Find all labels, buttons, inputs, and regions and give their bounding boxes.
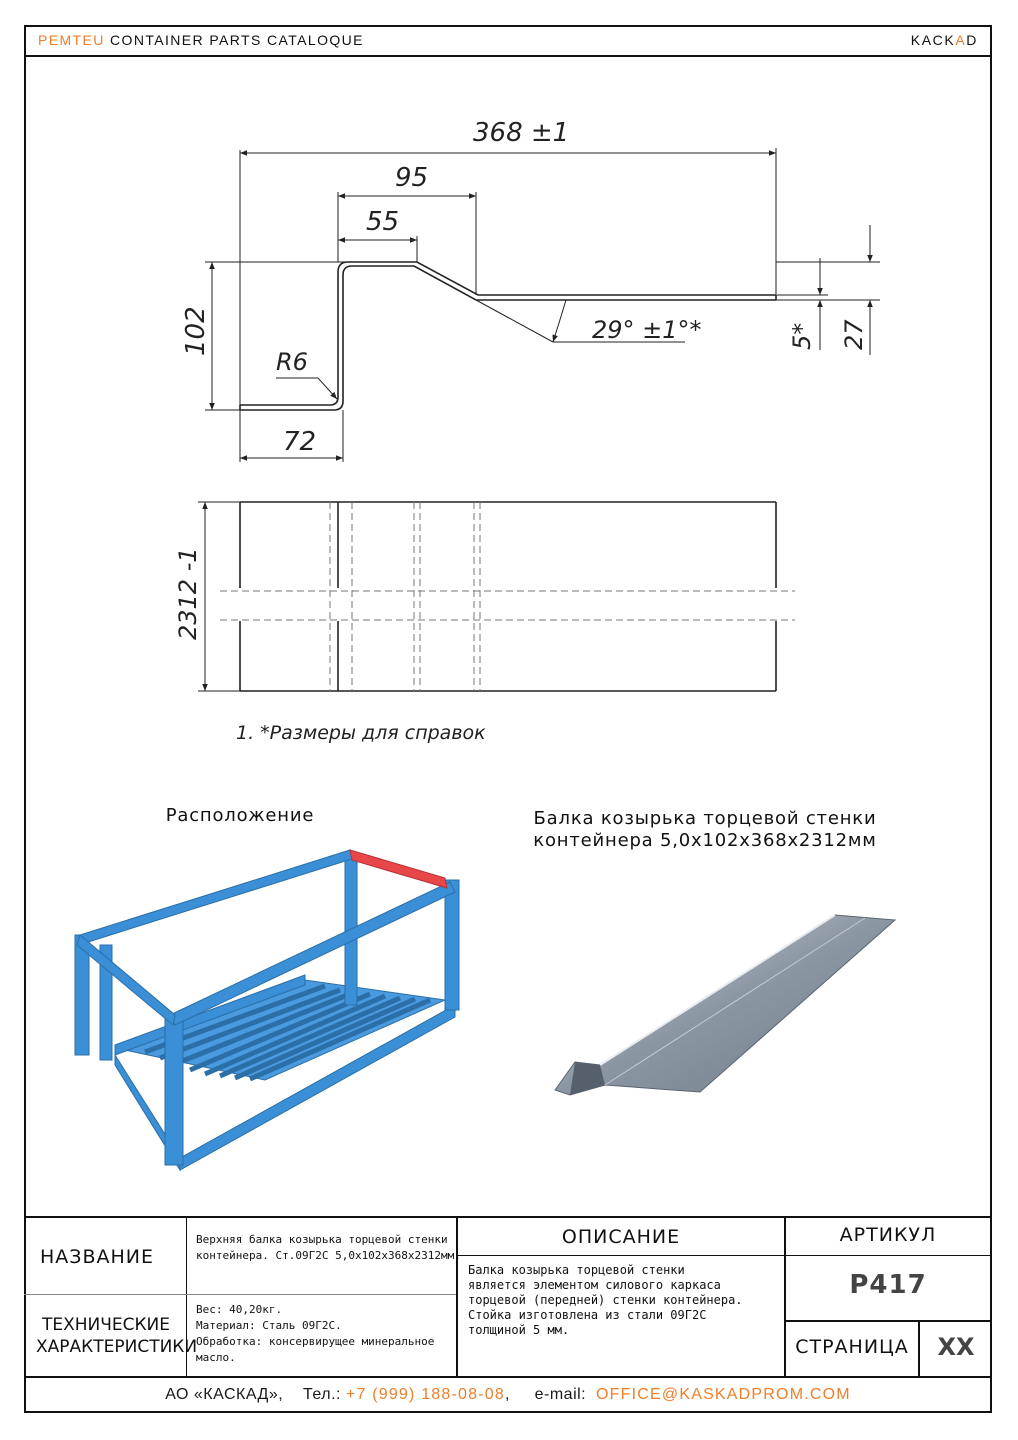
catalogue-title: PEMTEU CONTAINER PARTS CATALOQUE xyxy=(38,32,364,48)
part-caption-line-1: Балка козырька торцевой стенки xyxy=(533,808,877,829)
specs-label: ТЕХНИЧЕСКИЕ ХАРАКТЕРИСТИКИ xyxy=(36,1315,198,1357)
catalogue-name: CONTAINER PARTS CATALOQUE xyxy=(110,32,364,48)
technical-drawing: 368 ±1 95 55 72 R6 29° ±1°* 102 5* 27 23… xyxy=(174,118,880,692)
dim-102-label: 102 xyxy=(181,306,211,356)
part-caption-line-2: контейнера 5,0х102х368х2312мм xyxy=(533,830,877,851)
highlighted-beam xyxy=(349,849,448,889)
phone-label: Тел.: xyxy=(302,1386,341,1403)
specs-value: Вес: 40,20кг. Материал: Сталь 09Г2С. Обр… xyxy=(196,1303,435,1364)
dim-overall-label: 368 ±1 xyxy=(473,118,569,148)
article-value: Р417 xyxy=(849,1270,927,1300)
dim-72-label: 72 xyxy=(283,427,316,457)
page-frame xyxy=(24,25,992,1413)
container-location-image xyxy=(74,849,460,1172)
article-label: АРТИКУЛ xyxy=(839,1224,937,1246)
name-label: НАЗВАНИЕ xyxy=(40,1246,155,1268)
dim-95-label: 95 xyxy=(395,163,428,193)
part-render-image xyxy=(554,914,897,1096)
kaskad-logo: KACKAD xyxy=(910,32,978,48)
dim-length-label: 2312 -1 xyxy=(174,547,202,640)
part-caption: Балка козырька торцевой стенки контейнер… xyxy=(470,808,940,852)
company-name: АО «КАСКАД», xyxy=(165,1386,284,1403)
email-label: e-mail: xyxy=(534,1386,587,1403)
phone-link[interactable]: +7 (999) 188-08-08 xyxy=(345,1386,505,1403)
description-text: Балка козырька торцевой стенки является … xyxy=(468,1263,743,1337)
header-divider xyxy=(24,55,992,57)
dim-5-label: 5* xyxy=(788,323,816,350)
email-link[interactable]: OFFICE@KASKADPROM.COM xyxy=(596,1386,851,1403)
beam-profile-inner xyxy=(240,261,776,406)
beam-profile-outline xyxy=(240,265,776,411)
reference-note: 1. *Размеры для справок xyxy=(236,722,486,744)
dim-27-label: 27 xyxy=(840,319,868,350)
location-caption: Расположение xyxy=(165,805,315,826)
contact-footer: АО «КАСКАД», Тел.: +7 (999) 188-08-08, e… xyxy=(165,1386,851,1403)
dim-r6-label: R6 xyxy=(276,348,308,376)
brand-name: PEMTEU xyxy=(38,32,105,48)
description-label: ОПИСАНИЕ xyxy=(561,1226,681,1248)
name-value: Верхняя балка козырька торцевой стенки к… xyxy=(196,1233,461,1262)
dim-angle-label: 29° ±1°* xyxy=(592,316,702,344)
page-label: СТРАНИЦА xyxy=(795,1336,909,1358)
page-value: XX xyxy=(937,1333,975,1361)
dim-55-label: 55 xyxy=(366,207,399,237)
